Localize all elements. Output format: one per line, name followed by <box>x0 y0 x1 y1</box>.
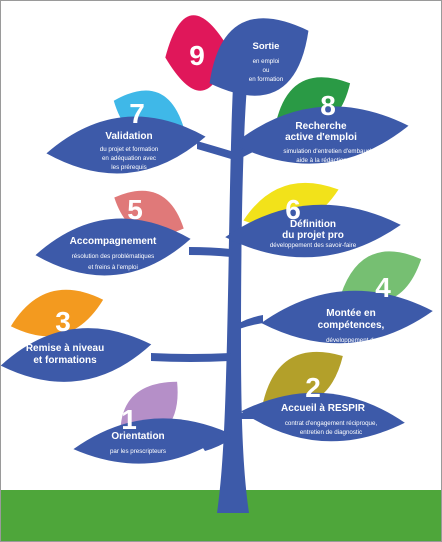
branch-4 <box>239 315 263 329</box>
step-2-detail-line: entretien de diagnostic <box>300 429 362 436</box>
step-9-title-line: Sortie <box>253 41 280 52</box>
step-3-title-line: Remise à niveau <box>26 343 104 354</box>
blue-leaf-4 <box>261 290 433 344</box>
colored-leaf-4 <box>340 251 422 303</box>
step-1-title-line: Orientation <box>111 431 164 442</box>
step-9-detail-line: en emploi <box>253 58 280 65</box>
step-7-detail-line: du projet et formation <box>100 146 159 153</box>
step-9-number: 9 <box>189 40 205 71</box>
step-1-number: 1 <box>121 404 137 435</box>
step-6-title-line: du projet pro <box>282 230 344 241</box>
step-6-number: 6 <box>285 194 301 225</box>
colored-leaf-2 <box>263 351 343 407</box>
blue-leaf-9 <box>209 18 309 96</box>
step-9-detail-line: ou <box>263 67 270 74</box>
colored-leaf-3 <box>10 289 104 337</box>
step-8-title-line: Recherche <box>295 121 347 132</box>
step-8-detail-line: aide à la rédaction du CV <box>296 157 366 164</box>
step-7-detail-line: les prérequis <box>111 164 146 171</box>
blue-leaf-8 <box>233 106 409 164</box>
step-1-detail-line: par les prescripteurs <box>110 448 166 455</box>
step-4-detail-line: développement de savoir-être <box>326 337 408 344</box>
step-5-title-line: Accompagnement <box>70 236 157 247</box>
step-6-detail-line: développement des savoir-faire <box>270 242 357 249</box>
branch-5 <box>189 247 231 257</box>
branch-3 <box>151 353 231 362</box>
step-8-title-line: active d'emploi <box>285 132 357 143</box>
step-3-number: 3 <box>55 306 71 337</box>
blue-leaf-3 <box>1 328 152 382</box>
step-7-detail-line: en adéquation avec <box>102 155 156 162</box>
step-5-detail-line: et freins à l'emploi <box>88 264 138 271</box>
step-2-title-line: Accueil à RESPIR <box>281 403 366 414</box>
step-2-number: 2 <box>305 372 321 403</box>
step-6-title-line: Définition <box>290 219 336 230</box>
trunk-stem <box>217 86 249 513</box>
step-7-title-line: Validation <box>105 131 152 142</box>
step-9-detail-line: en formation <box>249 76 284 83</box>
step-8-number: 8 <box>320 90 336 121</box>
step-5-number: 5 <box>127 194 143 225</box>
blue-leaf-1 <box>73 418 229 464</box>
blue-leaf-5 <box>35 218 191 276</box>
step-5-detail-line: résolution des problématiques <box>72 253 155 260</box>
blue-leaf-7 <box>46 116 206 174</box>
step-4-title-line: compétences, <box>318 320 385 331</box>
branch-7 <box>197 141 231 159</box>
step-7-number: 7 <box>129 98 145 129</box>
step-4-title-line: Montée en <box>326 308 375 319</box>
blue-leaf-6 <box>225 204 401 258</box>
step-3-title-line: et formations <box>33 355 97 366</box>
step-2-detail-line: contrat d'engagement réciproque, <box>285 420 378 427</box>
step-8-detail-line: simulation d'entretien d'embauche, <box>283 148 379 155</box>
blue-leaf-2 <box>241 392 405 442</box>
step-4-number: 4 <box>375 272 391 303</box>
